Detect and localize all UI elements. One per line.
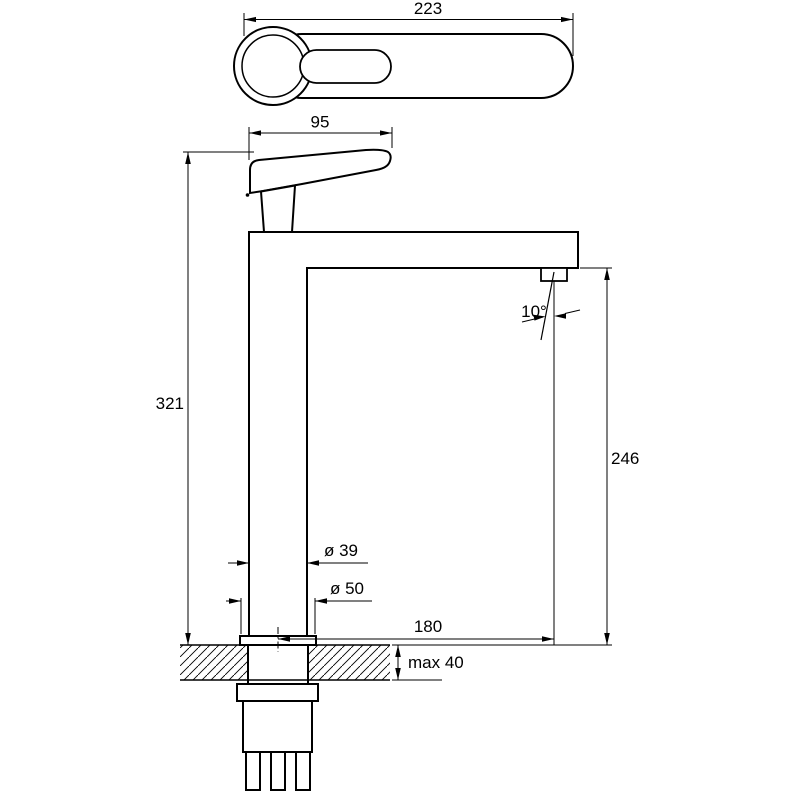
under-counter-hardware: [236, 683, 319, 791]
faucet-side-view: [239, 148, 579, 646]
handle-neck: [259, 184, 297, 233]
dimension-base-diameter: ø 50: [226, 579, 372, 634]
dim-max40-label: max 40: [408, 653, 464, 672]
dim-180-label: 180: [414, 617, 442, 636]
handle-pivot-dot: [245, 193, 250, 197]
mounting-nut: [236, 683, 319, 702]
dim-10deg-label: 10°: [521, 302, 547, 321]
dimension-spout-height: 246: [392, 267, 639, 646]
dimension-handle-length: 223: [243, 0, 574, 56]
dimension-body-diameter: ø 39: [228, 541, 368, 566]
deck-hatch-right: [308, 645, 390, 680]
dimension-max-deck-thickness: max 40: [392, 645, 464, 681]
dimension-total-height: 321: [156, 151, 254, 645]
dim-223-label: 223: [414, 0, 442, 18]
handle-lever-side-view: [249, 148, 392, 195]
dim-321-label: 321: [156, 394, 184, 413]
threaded-rod: [270, 751, 286, 791]
dimension-handle-projection: 95: [248, 113, 393, 160]
deck-hatch-left: [180, 645, 248, 680]
mounting-shank-body: [242, 700, 313, 753]
handle-top-view: [233, 26, 574, 106]
dim-50-label: ø 50: [330, 579, 364, 598]
dim-95-label: 95: [311, 113, 330, 132]
handle-lever-slot: [299, 49, 392, 84]
dim-39-label: ø 39: [324, 541, 358, 560]
mounting-deck-section: [180, 644, 390, 684]
dimension-spout-reach: 180: [277, 281, 555, 652]
dim-246-label: 246: [611, 449, 639, 468]
supply-hose-left: [245, 751, 261, 791]
dimension-spout-angle: 10°: [521, 271, 581, 341]
supply-hose-right: [295, 751, 311, 791]
faucet-body-and-spout: [248, 231, 579, 637]
